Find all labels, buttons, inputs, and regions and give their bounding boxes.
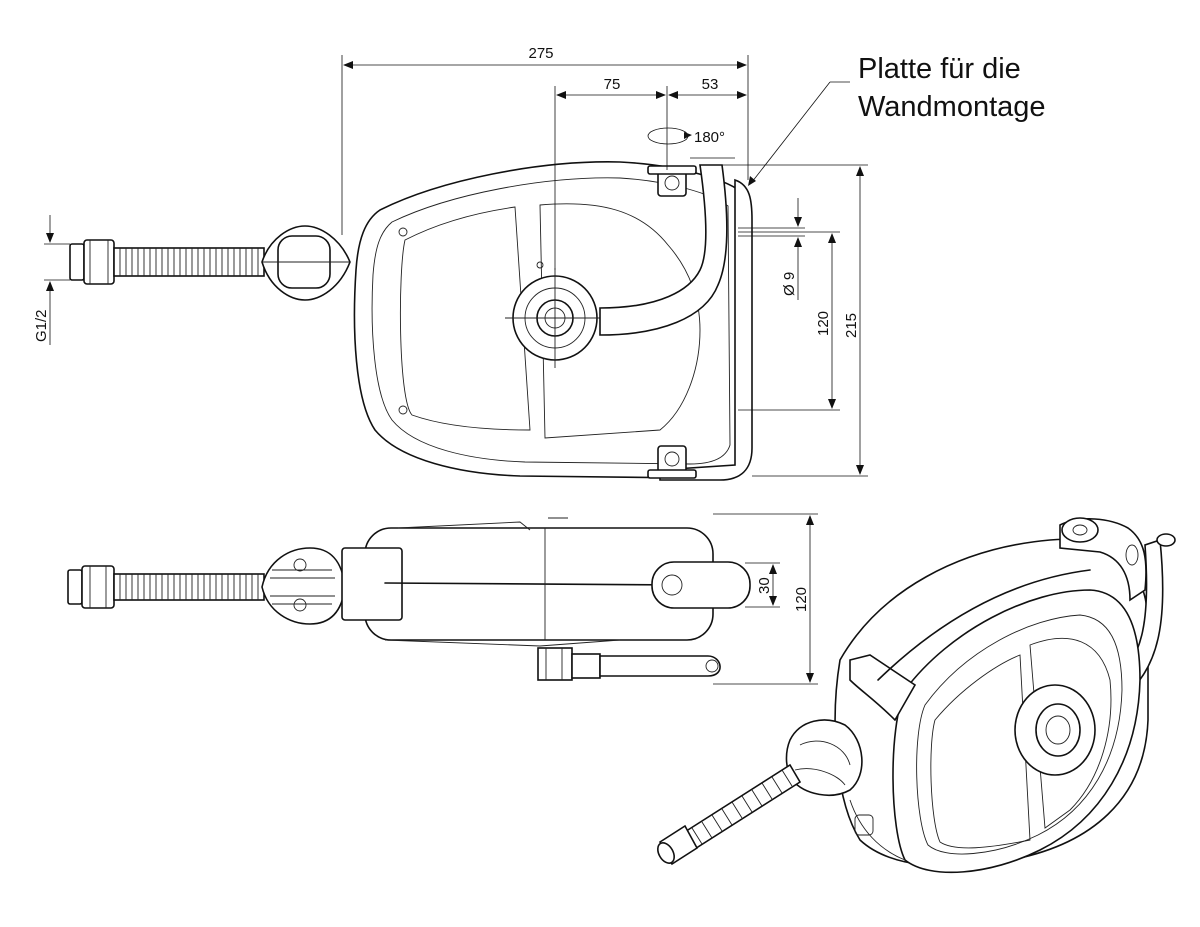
top-housing: [341, 517, 751, 681]
dim-120-spacing: 120: [738, 231, 840, 411]
front-housing: [353, 157, 753, 481]
top-view: 30 120: [67, 513, 818, 685]
dim-275: 275: [341, 45, 749, 235]
annotation-line-1: Platte für die: [858, 53, 1021, 85]
top-hose-fitting: [67, 547, 346, 625]
dim-120-depth: 120: [713, 513, 818, 685]
dim-275-label: 275: [528, 45, 553, 62]
thread-label: G1/2: [33, 309, 50, 342]
front-view: 275 75 53 180° Platte für die Wandmontag…: [33, 45, 1046, 481]
dim-75-label: 75: [604, 76, 621, 93]
dim-53-label: 53: [702, 76, 719, 93]
isometric-view: [657, 517, 1176, 874]
slot-label: 30: [756, 577, 773, 594]
height-label: 215: [843, 313, 860, 338]
annotation-line-2: Wandmontage: [858, 91, 1046, 123]
rotation-indicator: 180°: [647, 127, 725, 146]
rotation-label: 180°: [694, 129, 725, 146]
hole-label: Ø 9: [781, 272, 798, 296]
front-hose-fitting: [69, 225, 351, 301]
depth-label: 120: [793, 587, 810, 612]
wall-plate-annotation: Platte für die Wandmontage: [748, 53, 1046, 186]
dim-hole: Ø 9: [738, 198, 805, 300]
spacing-label: 120: [815, 311, 832, 336]
dim-30: 30: [745, 562, 780, 608]
dim-thread: G1/2: [33, 215, 70, 345]
dim-215: 215: [700, 164, 868, 477]
